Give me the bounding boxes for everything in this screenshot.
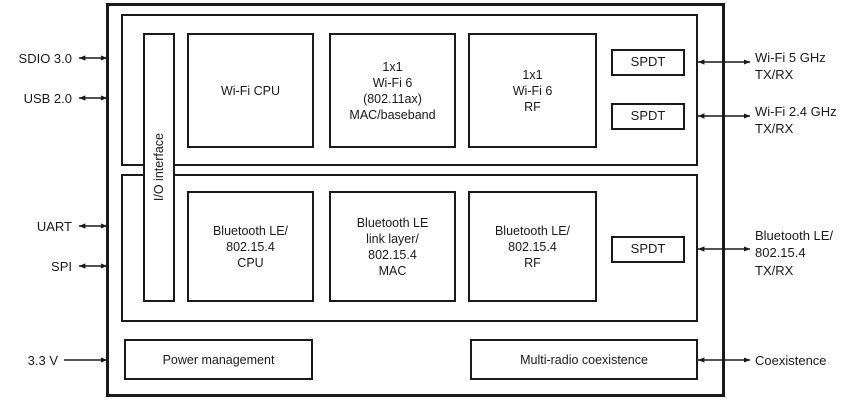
wifi-cpu-label: Wi-Fi CPU [220, 83, 280, 98]
multi-radio-coexistence-label: Multi-radio coexistence [520, 352, 648, 367]
wifi-spdt-5ghz-block[interactable]: SPDT [611, 49, 685, 76]
wifi-subsystem-group [121, 14, 698, 166]
wifi-spdt-24ghz-block[interactable]: SPDT [611, 103, 685, 130]
port-label-coexistence: Coexistence [755, 353, 827, 368]
port-label-spi: SPI [51, 259, 72, 274]
port-label-wifi-24ghz: Wi-Fi 2.4 GHz TX/RX [755, 104, 837, 137]
bt-spdt-block[interactable]: SPDT [611, 236, 685, 263]
wifi-mac-baseband-label: 1x1 Wi-Fi 6 (802.11ax) MAC/baseband [349, 59, 436, 122]
io-interface-label: I/O interface [152, 133, 166, 202]
bluetooth-subsystem-group [121, 174, 698, 322]
wifi-cpu-block[interactable]: Wi-Fi CPU [187, 33, 314, 148]
soc-package-outline [106, 3, 725, 397]
bt-rf-label: Bluetooth LE/ 802.15.4 RF [494, 223, 571, 270]
port-label-wifi-5ghz: Wi-Fi 5 GHz TX/RX [755, 50, 826, 83]
port-label-sdio: SDIO 3.0 [18, 51, 72, 66]
wifi-spdt-24ghz-label: SPDT [630, 108, 666, 124]
wifi-rf-block[interactable]: 1x1 Wi-Fi 6 RF [468, 33, 597, 148]
port-label-uart: UART [36, 219, 72, 234]
bt-spdt-label: SPDT [630, 241, 666, 257]
power-management-block[interactable]: Power management [124, 339, 313, 380]
multi-radio-coexistence-block[interactable]: Multi-radio coexistence [470, 339, 698, 380]
bt-link-layer-mac-block[interactable]: Bluetooth LE link layer/ 802.15.4 MAC [329, 191, 456, 302]
bt-cpu-label: Bluetooth LE/ 802.15.4 CPU [212, 223, 289, 270]
bt-rf-block[interactable]: Bluetooth LE/ 802.15.4 RF [468, 191, 597, 302]
power-management-label: Power management [162, 352, 275, 367]
port-label-bt-154: Bluetooth LE/ 802.15.4 TX/RX [755, 228, 834, 278]
wifi-spdt-5ghz-label: SPDT [630, 54, 666, 70]
wifi-mac-baseband-block[interactable]: 1x1 Wi-Fi 6 (802.11ax) MAC/baseband [329, 33, 456, 148]
io-interface-block[interactable]: I/O interface [143, 33, 175, 302]
bt-link-layer-mac-label: Bluetooth LE link layer/ 802.15.4 MAC [356, 215, 429, 278]
port-label-usb: USB 2.0 [23, 91, 72, 106]
port-label-power-3v3: 3.3 V [27, 353, 58, 368]
wifi-rf-label: 1x1 Wi-Fi 6 RF [512, 67, 553, 114]
bt-cpu-block[interactable]: Bluetooth LE/ 802.15.4 CPU [187, 191, 314, 302]
